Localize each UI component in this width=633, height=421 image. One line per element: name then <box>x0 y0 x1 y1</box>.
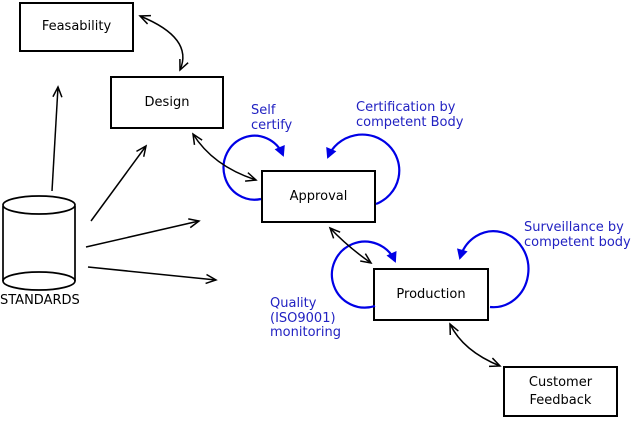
annotation-quality-iso9001-monitoring: Quality (ISO9001) monitoring <box>270 296 341 341</box>
node-production: Production <box>373 268 489 321</box>
edge-design-approval <box>192 132 258 182</box>
annotation-self-certify: Self certify <box>251 103 293 133</box>
node-feasability-label: Feasability <box>41 19 112 35</box>
edge-standards-design <box>90 144 148 222</box>
node-approval: Approval <box>261 170 376 223</box>
node-feasability: Feasability <box>19 2 134 52</box>
standards-cylinder-icon <box>2 195 76 291</box>
edge-feasability-design <box>138 14 189 72</box>
node-design-label: Design <box>144 94 190 110</box>
node-approval-label: Approval <box>289 188 348 204</box>
annotation-certification-by-competent-body: Certification by competent Body <box>356 100 464 130</box>
edge-standards-approval <box>85 218 201 248</box>
edge-approval-production <box>328 226 373 265</box>
edge-production-customer-feedback <box>449 322 502 368</box>
node-customer-feedback-label: Customer Feedback <box>528 374 593 408</box>
node-standards-label: STANDARDS <box>0 293 80 308</box>
edge-standards-production <box>87 266 218 285</box>
edge-standards-feasability <box>51 85 63 192</box>
node-design: Design <box>110 76 224 129</box>
node-production-label: Production <box>396 286 466 302</box>
annotation-surveillance-by-competent-body: Surveillance by competent body <box>524 220 631 250</box>
node-customer-feedback: Customer Feedback <box>503 366 618 417</box>
